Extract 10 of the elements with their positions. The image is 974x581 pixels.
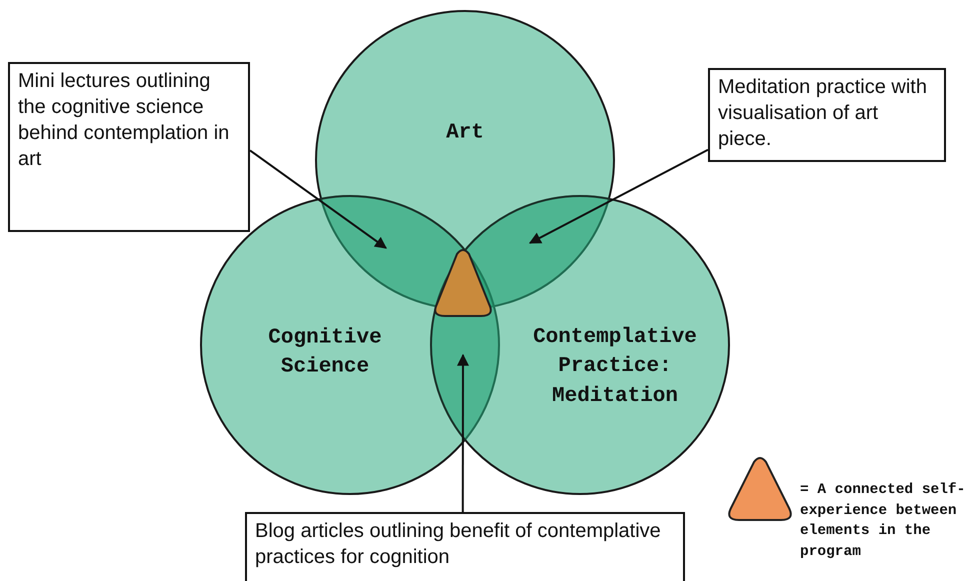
callout-box: Blog articles outlining benefit of contemplative practices for cognition — [245, 512, 685, 581]
circle-label: Contemplative Practice: Meditation — [532, 324, 698, 410]
callout-box: Meditation practice with visualisation of art piece. — [708, 68, 946, 162]
circle-label: Art — [445, 120, 485, 146]
legend-text: = A connected self-experience between elements in the program — [800, 481, 966, 562]
callout-box: Mini lectures outlining the cognitive science behind contemplation in art — [8, 62, 250, 232]
leader-arrow — [456, 354, 469, 512]
leader-arrow — [249, 150, 387, 249]
circle-label: Cognitive Science — [267, 326, 383, 381]
leader-arrow — [528, 148, 708, 244]
